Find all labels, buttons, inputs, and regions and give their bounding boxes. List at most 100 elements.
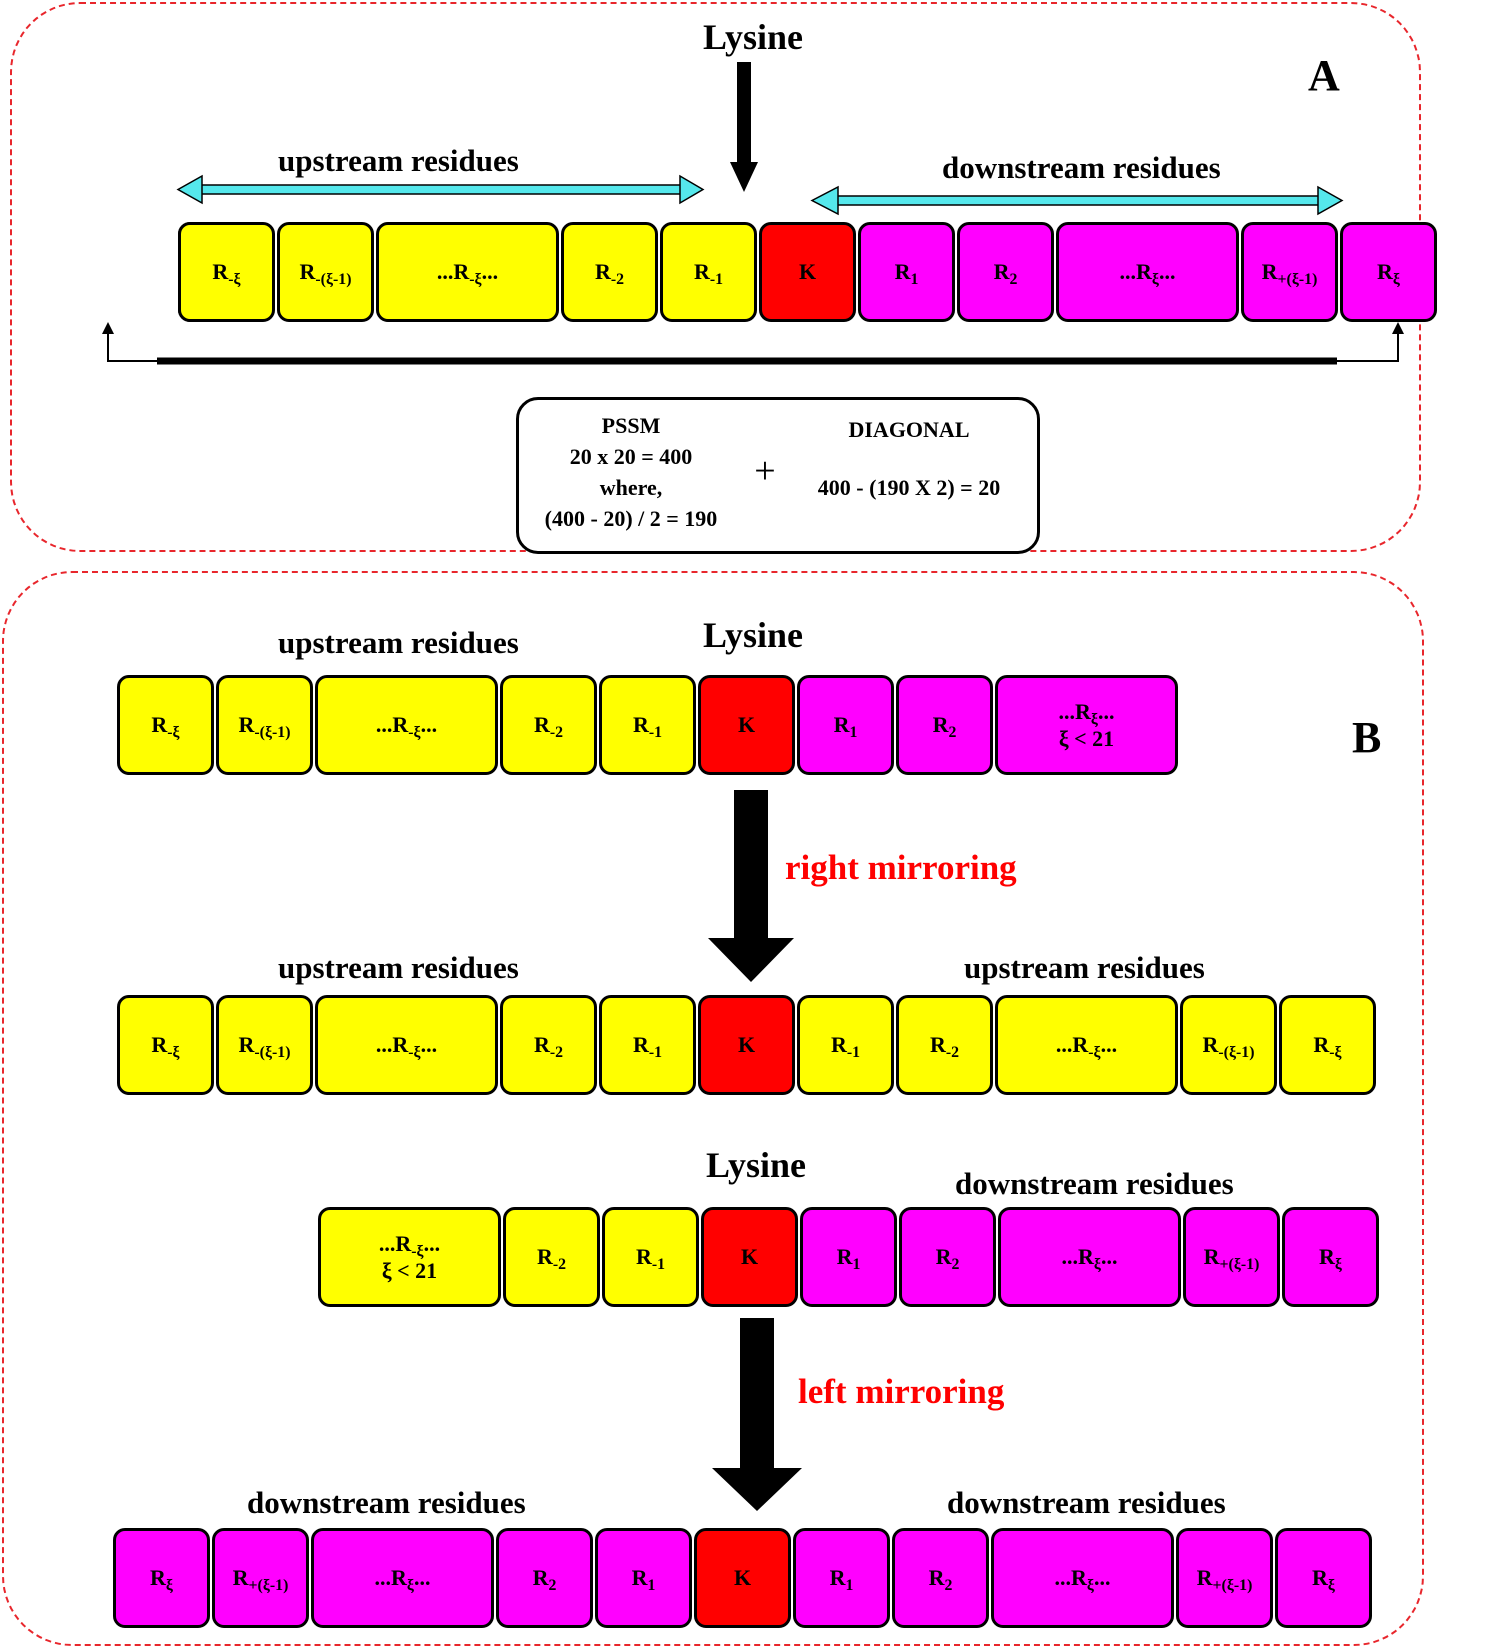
cell-content: R-2 [536, 1243, 567, 1273]
diagonal-formula: 400 - (190 X 2) = 20 [817, 475, 1001, 500]
pssm-formula: PSSM 20 x 20 = 400 where, (400 - 20) / 2… [519, 410, 743, 534]
lysine-pointer-arrow [730, 62, 758, 192]
cell-content: R-(ξ-1) [1202, 1031, 1255, 1061]
residue-cell-r-neg-xi: R-ξ [178, 222, 275, 322]
cell-content: ...R-ξ... [376, 711, 437, 740]
cell-text: R-(ξ-1) [238, 712, 291, 741]
cell-content: R-ξ [1313, 1031, 1342, 1061]
cell-content: Rξ [1319, 1243, 1342, 1272]
formula-line: PSSM [601, 413, 661, 438]
residue-cell-r-neg1: R-1 [602, 1207, 699, 1307]
cell-text: R1 [833, 712, 858, 741]
cell-text: R-2 [536, 1244, 567, 1273]
cell-text: Rξ [150, 1565, 173, 1594]
cell-text: R-ξ [151, 712, 180, 741]
row2-left-label: upstream residues [278, 950, 519, 985]
cell-text: ...Rξ... [1061, 1244, 1118, 1273]
cell-content: R-1 [830, 1031, 861, 1061]
cell-content: R2 [932, 711, 957, 741]
cell-subtext: ξ < 21 [381, 1258, 438, 1283]
cell-content: R1 [631, 1564, 656, 1594]
cell-content: ...Rξ... [1120, 258, 1176, 287]
diagonal-title: DIAGONAL [848, 417, 970, 442]
cell-subtext: ξ < 21 [1058, 726, 1115, 751]
cell-text: R2 [935, 1244, 960, 1273]
cell-content: R2 [533, 1564, 557, 1593]
residue-cell-r-pos-dots: ...Rξ... [1056, 222, 1239, 322]
cell-content: R-ξ [151, 1031, 179, 1060]
cell-text: R-ξ [1313, 1032, 1342, 1061]
lysine-cell: K [701, 1207, 798, 1307]
panel-b-frame [2, 571, 1424, 1646]
cell-content: R-2 [595, 258, 624, 287]
panel-a-label: A [1308, 51, 1340, 100]
row1-lysine-title: Lysine [703, 615, 804, 655]
row4-right-label: downstream residues [947, 1485, 1226, 1520]
residue-cell-r-neg-dots: ...R-ξ...ξ < 21 [318, 1207, 501, 1307]
cell-content: Rξ [1312, 1564, 1335, 1593]
residue-cell-r-pos2: R2 [892, 1528, 989, 1628]
residue-cell-r-pos2: R2 [899, 1207, 996, 1307]
cell-text: K [737, 1032, 756, 1058]
cell-content: R2 [928, 1564, 953, 1594]
formula-line: (400 - 20) / 2 = 190 [544, 506, 718, 531]
cell-text: R2 [932, 712, 957, 741]
cell-content: K [741, 1243, 758, 1271]
residue-cell-r-neg-xi-minus1: R-(ξ-1) [216, 675, 313, 775]
cell-content: K [738, 1031, 755, 1059]
residue-cell-r-neg-dots: ...R-ξ... [315, 995, 498, 1095]
residue-cell-r-neg2: R-2 [500, 995, 597, 1095]
formula-line: where, [599, 475, 663, 500]
formula-line: 20 x 20 = 400 [569, 444, 693, 469]
cell-content: K [738, 711, 755, 739]
residue-cell-r-pos1: R1 [858, 222, 955, 322]
lysine-cell: K [698, 675, 795, 775]
residue-cell-r-neg-dots: ...R-ξ... [376, 222, 559, 322]
lysine-cell: K [694, 1528, 791, 1628]
cell-text: R1 [829, 1565, 854, 1594]
cell-text: R-2 [929, 1032, 960, 1061]
residue-cell-r-pos1: R1 [797, 675, 894, 775]
cell-text: K [798, 259, 817, 285]
residue-cell-r-pos-xi: Rξ [1282, 1207, 1379, 1307]
cell-content: R-(ξ-1) [299, 258, 352, 288]
cell-text: R-1 [635, 1244, 666, 1273]
cell-content: R-2 [534, 711, 563, 740]
cell-text: R-1 [830, 1032, 861, 1061]
cell-text: ...R-ξ... [1055, 1032, 1118, 1061]
cell-content: K [799, 258, 816, 286]
cell-text: R2 [928, 1565, 953, 1594]
cell-text: R-1 [693, 259, 724, 288]
lysine-cell: K [698, 995, 795, 1095]
cell-text: R-(ξ-1) [1202, 1032, 1255, 1061]
cell-content: R+(ξ-1) [1261, 258, 1318, 288]
cell-text: K [733, 1565, 752, 1591]
residue-cell-r-pos2: R2 [496, 1528, 593, 1628]
cell-text: R1 [631, 1565, 656, 1594]
residue-cell-r-neg2: R-2 [561, 222, 658, 322]
panel-a-downstream-label: downstream residues [942, 150, 1221, 185]
cell-content: R1 [829, 1564, 854, 1594]
cell-content: R1 [833, 711, 858, 741]
cell-content: R+(ξ-1) [233, 1564, 289, 1593]
right-mirroring-arrow [708, 790, 794, 982]
cell-text: R+(ξ-1) [1261, 259, 1318, 288]
cell-text: R-(ξ-1) [238, 1032, 291, 1061]
residue-cell-r-pos-dots: ...Rξ... [991, 1528, 1174, 1628]
cell-content: ...R-ξ... [1055, 1031, 1118, 1061]
cell-text: Rξ [1377, 259, 1400, 288]
cell-content: R1 [837, 1243, 861, 1272]
residue-cell-r-pos-xi-minus1: R+(ξ-1) [1183, 1207, 1280, 1307]
cell-text: R-(ξ-1) [299, 259, 352, 288]
cell-text: K [737, 712, 756, 738]
cell-content: R2 [935, 1243, 960, 1273]
residue-cell-r-pos1: R1 [595, 1528, 692, 1628]
cell-text: R+(ξ-1) [1203, 1244, 1260, 1273]
cell-content: R-1 [693, 258, 724, 288]
cell-content: R+(ξ-1) [1203, 1243, 1260, 1273]
residue-cell-r-neg1: R-1 [660, 222, 757, 322]
residue-cell-r-neg-xi: R-ξ [1279, 995, 1376, 1095]
residue-cell-r-neg-xi: R-ξ [117, 995, 214, 1095]
right-mirroring-label: right mirroring [785, 848, 1017, 887]
